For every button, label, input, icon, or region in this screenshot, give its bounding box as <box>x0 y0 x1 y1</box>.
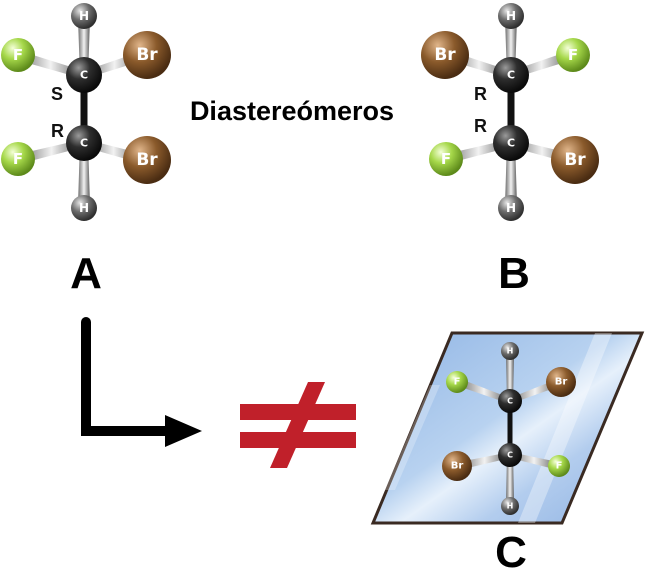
hydrogen-atom: H <box>71 195 97 221</box>
svg-text:F: F <box>568 46 578 64</box>
svg-text:F: F <box>441 150 451 168</box>
carbon-atom: C <box>66 125 102 161</box>
bromine-atom: Br <box>442 451 472 481</box>
hydrogen-atom: H <box>501 342 519 360</box>
carbon-atom: C <box>493 57 529 93</box>
svg-text:C: C <box>80 69 88 82</box>
svg-text:Br: Br <box>555 377 568 388</box>
svg-text:H: H <box>507 502 514 511</box>
bromine-atom: Br <box>546 367 576 397</box>
hydrogen-atom: H <box>498 195 524 221</box>
not-equal-icon <box>240 382 356 468</box>
carbon-atom: C <box>498 389 522 413</box>
stereo-label-a-top: S <box>51 84 63 104</box>
svg-text:C: C <box>507 69 515 82</box>
bromine-atom: Br <box>551 136 599 184</box>
svg-text:C: C <box>507 397 513 406</box>
carbon-atom: C <box>66 57 102 93</box>
molecule-a: H F Br C F Br C H S R <box>1 3 171 221</box>
svg-text:F: F <box>13 46 23 64</box>
molecule-b: H Br F C F Br C H R R <box>421 3 599 221</box>
label-c: C <box>495 528 527 577</box>
label-b: B <box>498 249 530 298</box>
svg-text:Br: Br <box>136 150 158 170</box>
svg-text:H: H <box>79 201 89 215</box>
svg-text:H: H <box>79 9 89 23</box>
stereo-label-a-bottom: R <box>51 121 64 141</box>
hydrogen-atom: H <box>498 3 524 29</box>
carbon-atom: C <box>493 125 529 161</box>
hydrogen-atom: H <box>71 3 97 29</box>
bromine-atom: Br <box>123 136 171 184</box>
bromine-atom: Br <box>123 31 171 79</box>
bromine-atom: Br <box>421 31 469 79</box>
svg-text:H: H <box>507 347 514 356</box>
label-a: A <box>70 249 102 298</box>
svg-text:C: C <box>507 137 515 150</box>
hydrogen-atom: H <box>501 497 519 515</box>
fluorine-atom: F <box>429 142 463 176</box>
svg-text:H: H <box>506 201 516 215</box>
fluorine-atom: F <box>1 38 35 72</box>
fluorine-atom: F <box>1 142 35 176</box>
svg-text:H: H <box>506 9 516 23</box>
svg-text:C: C <box>507 451 513 460</box>
svg-text:Br: Br <box>434 45 456 65</box>
svg-text:F: F <box>556 461 563 472</box>
svg-text:C: C <box>80 137 88 150</box>
diastereomers-title: Diastereómeros <box>190 96 394 126</box>
carbon-atom: C <box>498 443 522 467</box>
svg-text:F: F <box>13 150 23 168</box>
fluorine-atom: F <box>446 371 468 393</box>
arrow-a-to-c <box>81 317 202 447</box>
fluorine-atom: F <box>556 38 590 72</box>
stereo-label-b-bottom: R <box>474 116 487 136</box>
svg-text:Br: Br <box>136 45 158 65</box>
svg-text:Br: Br <box>564 150 586 170</box>
stereo-label-b-top: R <box>474 84 487 104</box>
svg-text:Br: Br <box>451 461 464 472</box>
svg-text:F: F <box>454 377 461 388</box>
fluorine-atom: F <box>548 455 570 477</box>
molecule-c-on-plane: H F Br C Br F C H <box>370 331 645 525</box>
